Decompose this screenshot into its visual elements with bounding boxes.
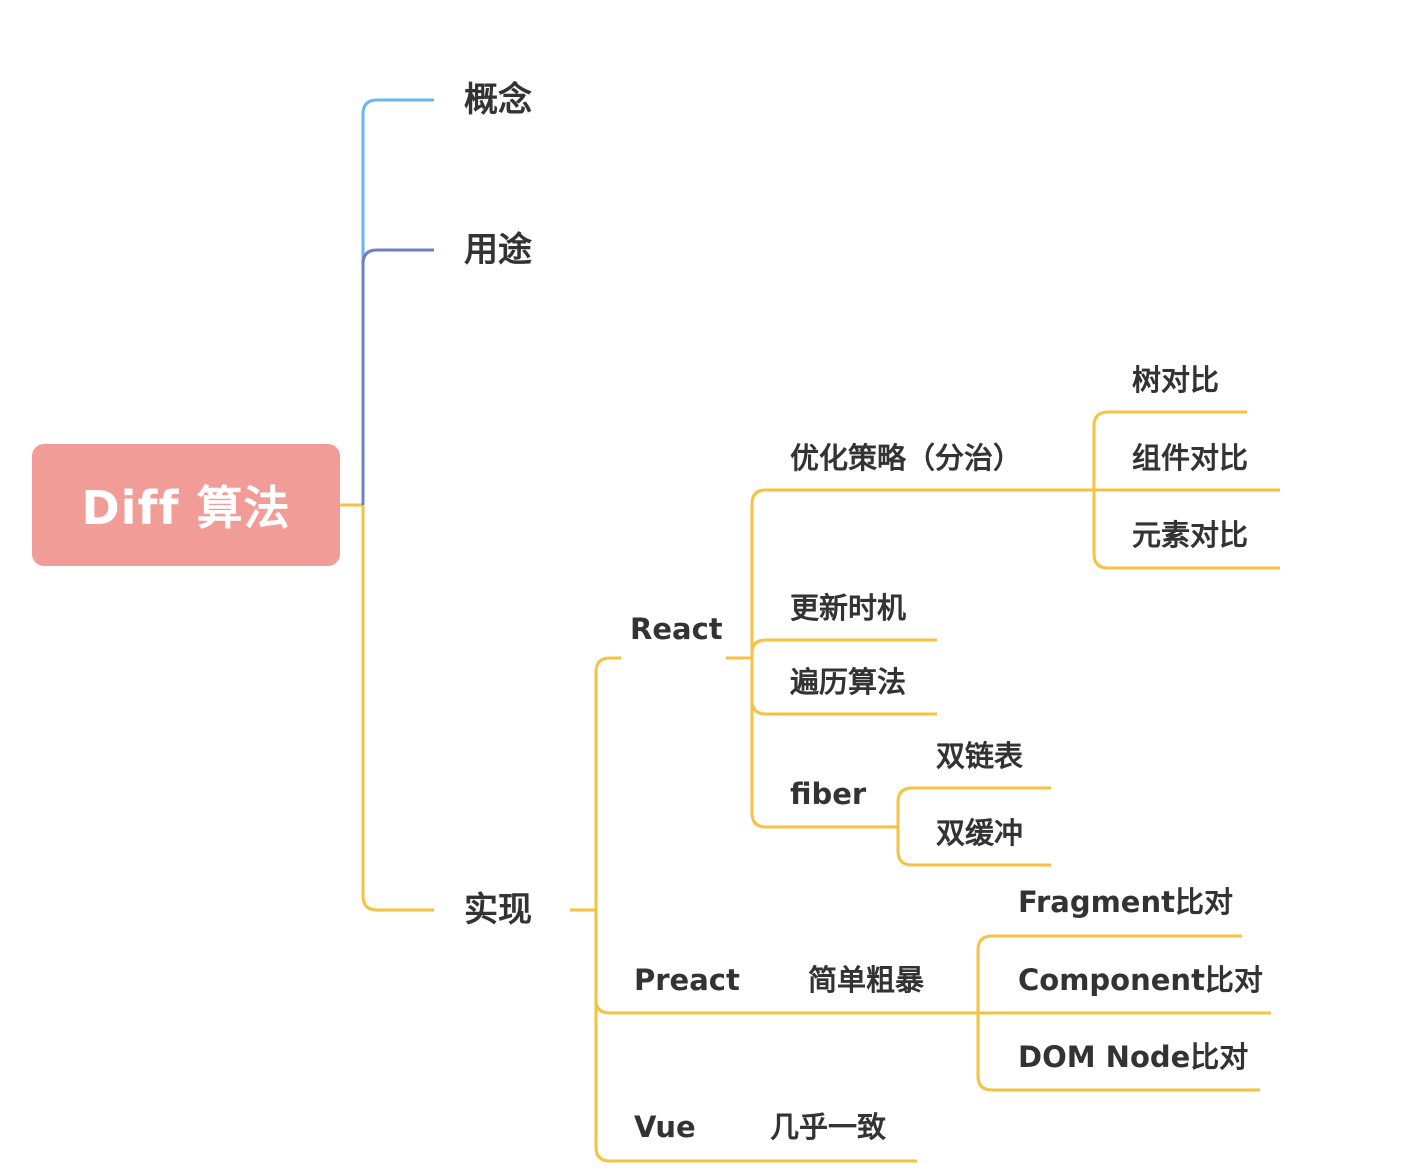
- node-double-linked-list[interactable]: 双链表: [936, 739, 1024, 773]
- connector-usage: [361, 248, 434, 505]
- connector-concept: [361, 98, 434, 505]
- node-concept[interactable]: 概念: [464, 80, 532, 120]
- node-preact-note[interactable]: 简单粗暴: [808, 963, 925, 997]
- connector-double-buffer: [896, 827, 1051, 867]
- connector-update-timing: [750, 638, 937, 658]
- root-node[interactable]: Diff 算法: [32, 444, 340, 566]
- node-vue-note[interactable]: 几乎一致: [770, 1110, 887, 1144]
- node-update-timing[interactable]: 更新时机: [790, 591, 907, 625]
- node-traversal[interactable]: 遍历算法: [790, 665, 907, 699]
- node-optimization[interactable]: 优化策略（分治）: [790, 441, 1023, 475]
- connector-optimization: [750, 488, 1094, 658]
- root-node-label: Diff 算法: [81, 481, 291, 535]
- node-fragment-compare[interactable]: Fragment比对: [1018, 885, 1233, 919]
- connector-fiber: [750, 658, 898, 829]
- connector-react: [594, 656, 621, 910]
- node-fiber[interactable]: fiber: [790, 777, 867, 811]
- node-react[interactable]: React: [630, 612, 723, 646]
- node-preact[interactable]: Preact: [634, 963, 740, 997]
- node-implementation[interactable]: 实现: [464, 890, 532, 930]
- node-dom-node-compare[interactable]: DOM Node比对: [1018, 1040, 1249, 1074]
- node-component-compare[interactable]: 组件对比: [1132, 441, 1249, 475]
- node-component-compare-preact[interactable]: Component比对: [1018, 963, 1263, 997]
- connector-double-linked-list: [896, 786, 1051, 827]
- connector-dom-node-compare: [976, 1013, 1260, 1092]
- connector-tree-compare: [1092, 410, 1247, 490]
- connector-element-compare: [1092, 490, 1280, 570]
- connector-fragment-compare: [976, 934, 1242, 1013]
- connector-implementation: [361, 505, 434, 912]
- node-double-buffer[interactable]: 双缓冲: [936, 816, 1024, 850]
- node-vue[interactable]: Vue: [634, 1110, 696, 1144]
- node-element-compare[interactable]: 元素对比: [1132, 518, 1249, 552]
- connector-vue: [594, 910, 917, 1163]
- node-usage[interactable]: 用途: [464, 230, 532, 270]
- connector-preact: [594, 910, 978, 1015]
- node-tree-compare[interactable]: 树对比: [1132, 363, 1220, 397]
